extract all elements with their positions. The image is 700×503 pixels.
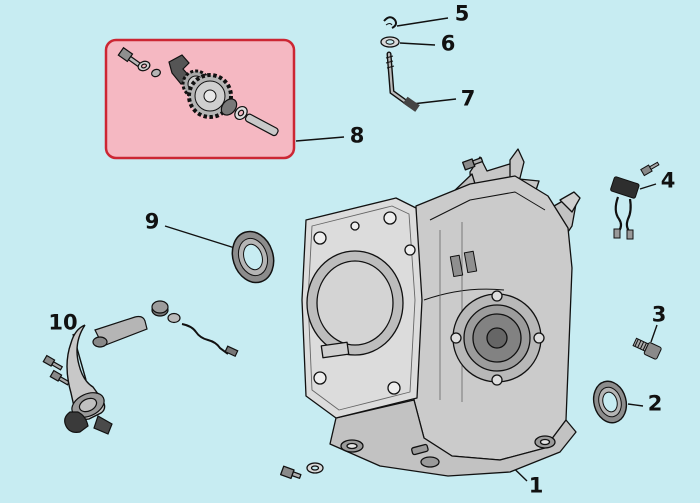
callout-1[interactable]: 1 [528,473,544,498]
oil-seal-9-drawing [231,230,275,284]
governor-assembly-drawing [42,300,239,435]
camshaft-assembly-drawing [117,46,279,137]
callout-8[interactable]: 8 [349,123,365,148]
callout-10[interactable]: 10 [48,310,78,335]
bolt-3-drawing [632,337,662,360]
callout-9[interactable]: 9 [144,209,160,234]
crankcase-drawing [280,148,581,480]
oil-switch-drawing [610,161,660,240]
callout-7[interactable]: 7 [460,86,476,111]
callout-3[interactable]: 3 [651,302,667,327]
callout-5[interactable]: 5 [454,1,470,26]
clip-washer-shaft-drawing [380,16,420,112]
callout-4[interactable]: 4 [660,168,676,193]
callout-2[interactable]: 2 [647,391,663,416]
callout-6[interactable]: 6 [440,31,456,56]
oil-seal-2-drawing [592,380,628,424]
